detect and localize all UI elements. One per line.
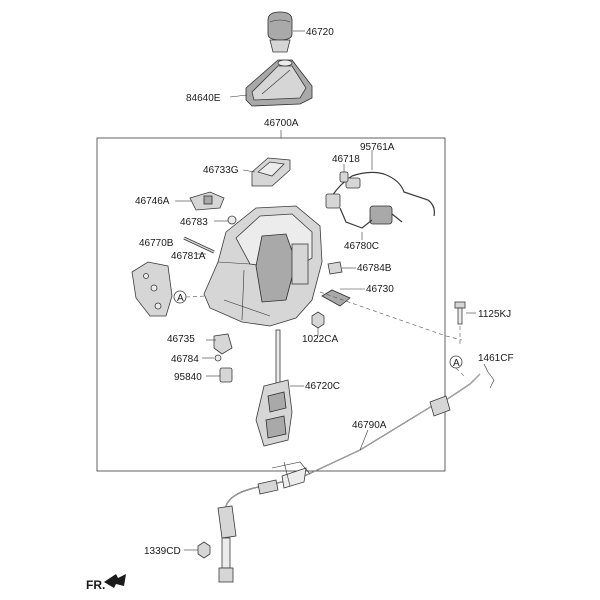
label-46780C: 46780C [344, 241, 379, 252]
side-bracket[interactable] [131, 261, 173, 317]
clip-46784B[interactable] [327, 261, 343, 275]
label-46720C: 46720C [305, 381, 340, 392]
label-84640E: 84640E [186, 93, 221, 104]
label-46735: 46735 [167, 334, 195, 345]
guide-dash-2 [445, 335, 463, 341]
nut-1339CD[interactable] [197, 541, 211, 559]
label-95761A: 95761A [360, 142, 395, 153]
connector-95840[interactable] [219, 367, 233, 383]
shift-lever-housing[interactable] [203, 205, 323, 327]
label-46746A: 46746A [135, 196, 170, 207]
indicator-cover[interactable] [251, 157, 291, 187]
front-indicator: FR. [86, 578, 105, 592]
lever-bracket-46735[interactable] [213, 333, 233, 355]
shift-boot[interactable] [245, 59, 313, 107]
wiring-harness[interactable] [325, 171, 435, 229]
label-1461CF: 1461CF [478, 353, 514, 364]
shift-lever-46720C[interactable] [255, 329, 293, 447]
guide-dash-1 [319, 291, 447, 337]
label-1339CD: 1339CD [144, 546, 181, 557]
harness-clip[interactable] [339, 171, 349, 183]
nut-1022CA[interactable] [311, 311, 325, 329]
washer-46783[interactable] [227, 215, 237, 225]
shift-knob[interactable] [267, 11, 293, 53]
shift-cable[interactable] [217, 373, 481, 583]
ref-a-left: A [177, 293, 184, 304]
bolt-1125KJ[interactable] [454, 301, 466, 325]
leader-1461CF [483, 363, 489, 373]
label-46784: 46784 [171, 354, 199, 365]
label-95840: 95840 [174, 372, 202, 383]
label-46718: 46718 [332, 154, 360, 165]
solenoid-bracket[interactable] [189, 191, 225, 211]
leader-46790A [359, 429, 369, 451]
label-46700A: 46700A [264, 118, 299, 129]
leader-46733G [242, 169, 256, 173]
label-46720: 46720 [306, 27, 334, 38]
ref-a-right: A [453, 358, 460, 369]
ref-a-right-dash [455, 367, 467, 379]
ref-a-left-dash [185, 295, 207, 298]
label-46790A: 46790A [352, 420, 387, 431]
clip-1461CF[interactable] [487, 371, 495, 389]
assembly-frame [96, 137, 446, 472]
label-46733G: 46733G [203, 165, 239, 176]
clip-46784[interactable] [214, 354, 222, 362]
pivot-pin[interactable] [183, 236, 215, 254]
label-46783: 46783 [180, 217, 208, 228]
label-46770B: 46770B [139, 238, 174, 249]
indicator-slide[interactable] [321, 289, 351, 307]
front-arrow-icon [104, 574, 126, 588]
label-1022CA: 1022CA [302, 334, 338, 345]
label-46784B: 46784B [357, 263, 392, 274]
leader-84640E [229, 94, 248, 98]
label-46730: 46730 [366, 284, 394, 295]
label-46781A: 46781A [171, 251, 206, 262]
label-1125KJ: 1125KJ [478, 309, 511, 320]
